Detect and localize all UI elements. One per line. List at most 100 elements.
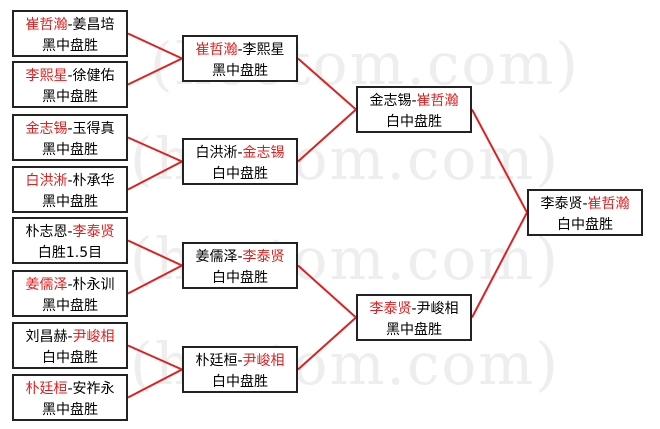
vs-separator: - xyxy=(411,93,417,109)
round1-match-box: 刘昌赫-尹峻相白中盘胜 xyxy=(12,322,128,369)
round1-match-box: 朴廷桓-安祚永黑中盘胜 xyxy=(12,374,128,421)
player-name: 白洪淅 xyxy=(195,145,238,161)
match-result: 黑中盘胜 xyxy=(386,322,442,338)
bracket-connector xyxy=(127,344,183,371)
bracket-connector xyxy=(297,316,357,371)
player-name: 朴廷桓 xyxy=(195,353,238,369)
round3-match-box: 李泰贤-尹峻相黑中盘胜 xyxy=(356,294,472,341)
player-name: 朴廷桓 xyxy=(25,381,68,397)
vs-separator: - xyxy=(67,68,73,84)
round1-match-box: 金志锡-玉得真黑中盘胜 xyxy=(12,114,128,161)
bracket-connector xyxy=(471,109,528,213)
bracket-connector xyxy=(297,264,357,319)
match-players: 刘昌赫-尹峻相 xyxy=(14,327,126,348)
vs-separator: - xyxy=(237,42,243,58)
round1-match-box: 李熙星-徐健佑黑中盘胜 xyxy=(12,61,128,108)
player-name: 金志锡 xyxy=(369,93,412,109)
bracket-connector xyxy=(127,264,183,295)
match-players: 朴志恩-李泰贤 xyxy=(14,222,126,243)
vs-separator: - xyxy=(67,277,73,293)
vs-separator: - xyxy=(411,301,417,317)
bracket-connector xyxy=(127,136,183,163)
bracket-connector xyxy=(297,57,357,111)
vs-separator: - xyxy=(582,196,588,212)
match-result: 白中盘胜 xyxy=(212,374,268,390)
match-players: 白洪淅-朴承华 xyxy=(14,171,126,192)
match-players: 朴廷桓-安祚永 xyxy=(14,379,126,400)
round2-match-box: 朴廷桓-尹峻相白中盘胜 xyxy=(182,346,298,393)
match-players: 崔哲瀚-姜昌培 xyxy=(14,15,126,36)
match-result: 黑中盘胜 xyxy=(42,38,98,54)
match-result: 白中盘胜 xyxy=(212,166,268,182)
player-name: 朴永训 xyxy=(72,277,115,293)
player-name: 李熙星 xyxy=(25,68,68,84)
player-name: 李泰贤 xyxy=(242,249,285,265)
vs-separator: - xyxy=(67,17,73,33)
round2-match-box: 姜儒泽-李泰贤白中盘胜 xyxy=(182,242,298,289)
match-result: 白中盘胜 xyxy=(212,270,268,286)
player-name: 李泰贤 xyxy=(369,301,412,317)
player-name: 玉得真 xyxy=(72,121,115,137)
player-name: 李泰贤 xyxy=(72,224,115,240)
final-match-box: 李泰贤-崔哲瀚白中盘胜 xyxy=(527,189,643,236)
match-result: 白中盘胜 xyxy=(557,217,613,233)
vs-separator: - xyxy=(67,329,73,345)
match-players: 姜儒泽-李泰贤 xyxy=(184,247,296,268)
round2-match-box: 崔哲瀚-李熙星黑中盘胜 xyxy=(182,35,298,82)
vs-separator: - xyxy=(67,381,73,397)
match-result: 黑中盘胜 xyxy=(212,63,268,79)
player-name: 崔哲瀚 xyxy=(25,17,68,33)
match-result: 黑中盘胜 xyxy=(42,194,98,210)
match-result: 黑中盘胜 xyxy=(42,142,98,158)
vs-separator: - xyxy=(237,353,243,369)
vs-separator: - xyxy=(67,173,73,189)
vs-separator: - xyxy=(67,224,73,240)
bracket-connector xyxy=(297,108,357,163)
vs-separator: - xyxy=(67,121,73,137)
bracket-connector xyxy=(127,368,183,399)
player-name: 李泰贤 xyxy=(540,196,583,212)
player-name: 李熙星 xyxy=(242,42,285,58)
match-players: 姜儒泽-朴永训 xyxy=(14,275,126,296)
player-name: 崔哲瀚 xyxy=(416,93,459,109)
player-name: 金志锡 xyxy=(25,121,68,137)
match-result: 黑中盘胜 xyxy=(42,89,98,105)
match-players: 李熙星-徐健佑 xyxy=(14,66,126,87)
player-name: 刘昌赫 xyxy=(25,329,68,345)
round1-match-box: 朴志恩-李泰贤白胜1.5目 xyxy=(12,217,128,264)
player-name: 徐健佑 xyxy=(72,68,115,84)
match-result: 白胜1.5目 xyxy=(37,245,103,261)
match-result: 黑中盘胜 xyxy=(42,298,98,314)
bracket-connector xyxy=(471,212,528,318)
player-name: 尹峻相 xyxy=(72,329,115,345)
bracket-connector xyxy=(127,160,183,191)
player-name: 姜儒泽 xyxy=(25,277,68,293)
player-name: 白洪淅 xyxy=(25,173,68,189)
match-players: 李泰贤-崔哲瀚 xyxy=(529,194,641,215)
round1-match-box: 白洪淅-朴承华黑中盘胜 xyxy=(12,166,128,213)
player-name: 朴承华 xyxy=(72,173,115,189)
player-name: 朴志恩 xyxy=(25,224,68,240)
player-name: 金志锡 xyxy=(242,145,285,161)
match-result: 白中盘胜 xyxy=(386,114,442,130)
match-players: 金志锡-玉得真 xyxy=(14,119,126,140)
round1-match-box: 崔哲瀚-姜昌培黑中盘胜 xyxy=(12,10,128,57)
match-players: 金志锡-崔哲瀚 xyxy=(358,91,470,112)
bracket-connector xyxy=(127,239,183,267)
player-name: 尹峻相 xyxy=(416,301,459,317)
player-name: 姜儒泽 xyxy=(195,249,238,265)
round3-match-box: 金志锡-崔哲瀚白中盘胜 xyxy=(356,86,472,133)
bracket-connector xyxy=(127,57,183,86)
player-name: 尹峻相 xyxy=(242,353,285,369)
player-name: 安祚永 xyxy=(72,381,115,397)
player-name: 姜昌培 xyxy=(72,17,115,33)
vs-separator: - xyxy=(237,145,243,161)
match-players: 崔哲瀚-李熙星 xyxy=(184,40,296,61)
match-players: 白洪淅-金志锡 xyxy=(184,143,296,164)
bracket-connector xyxy=(127,32,183,60)
round2-match-box: 白洪淅-金志锡白中盘胜 xyxy=(182,138,298,185)
match-result: 白中盘胜 xyxy=(42,350,98,366)
vs-separator: - xyxy=(237,249,243,265)
